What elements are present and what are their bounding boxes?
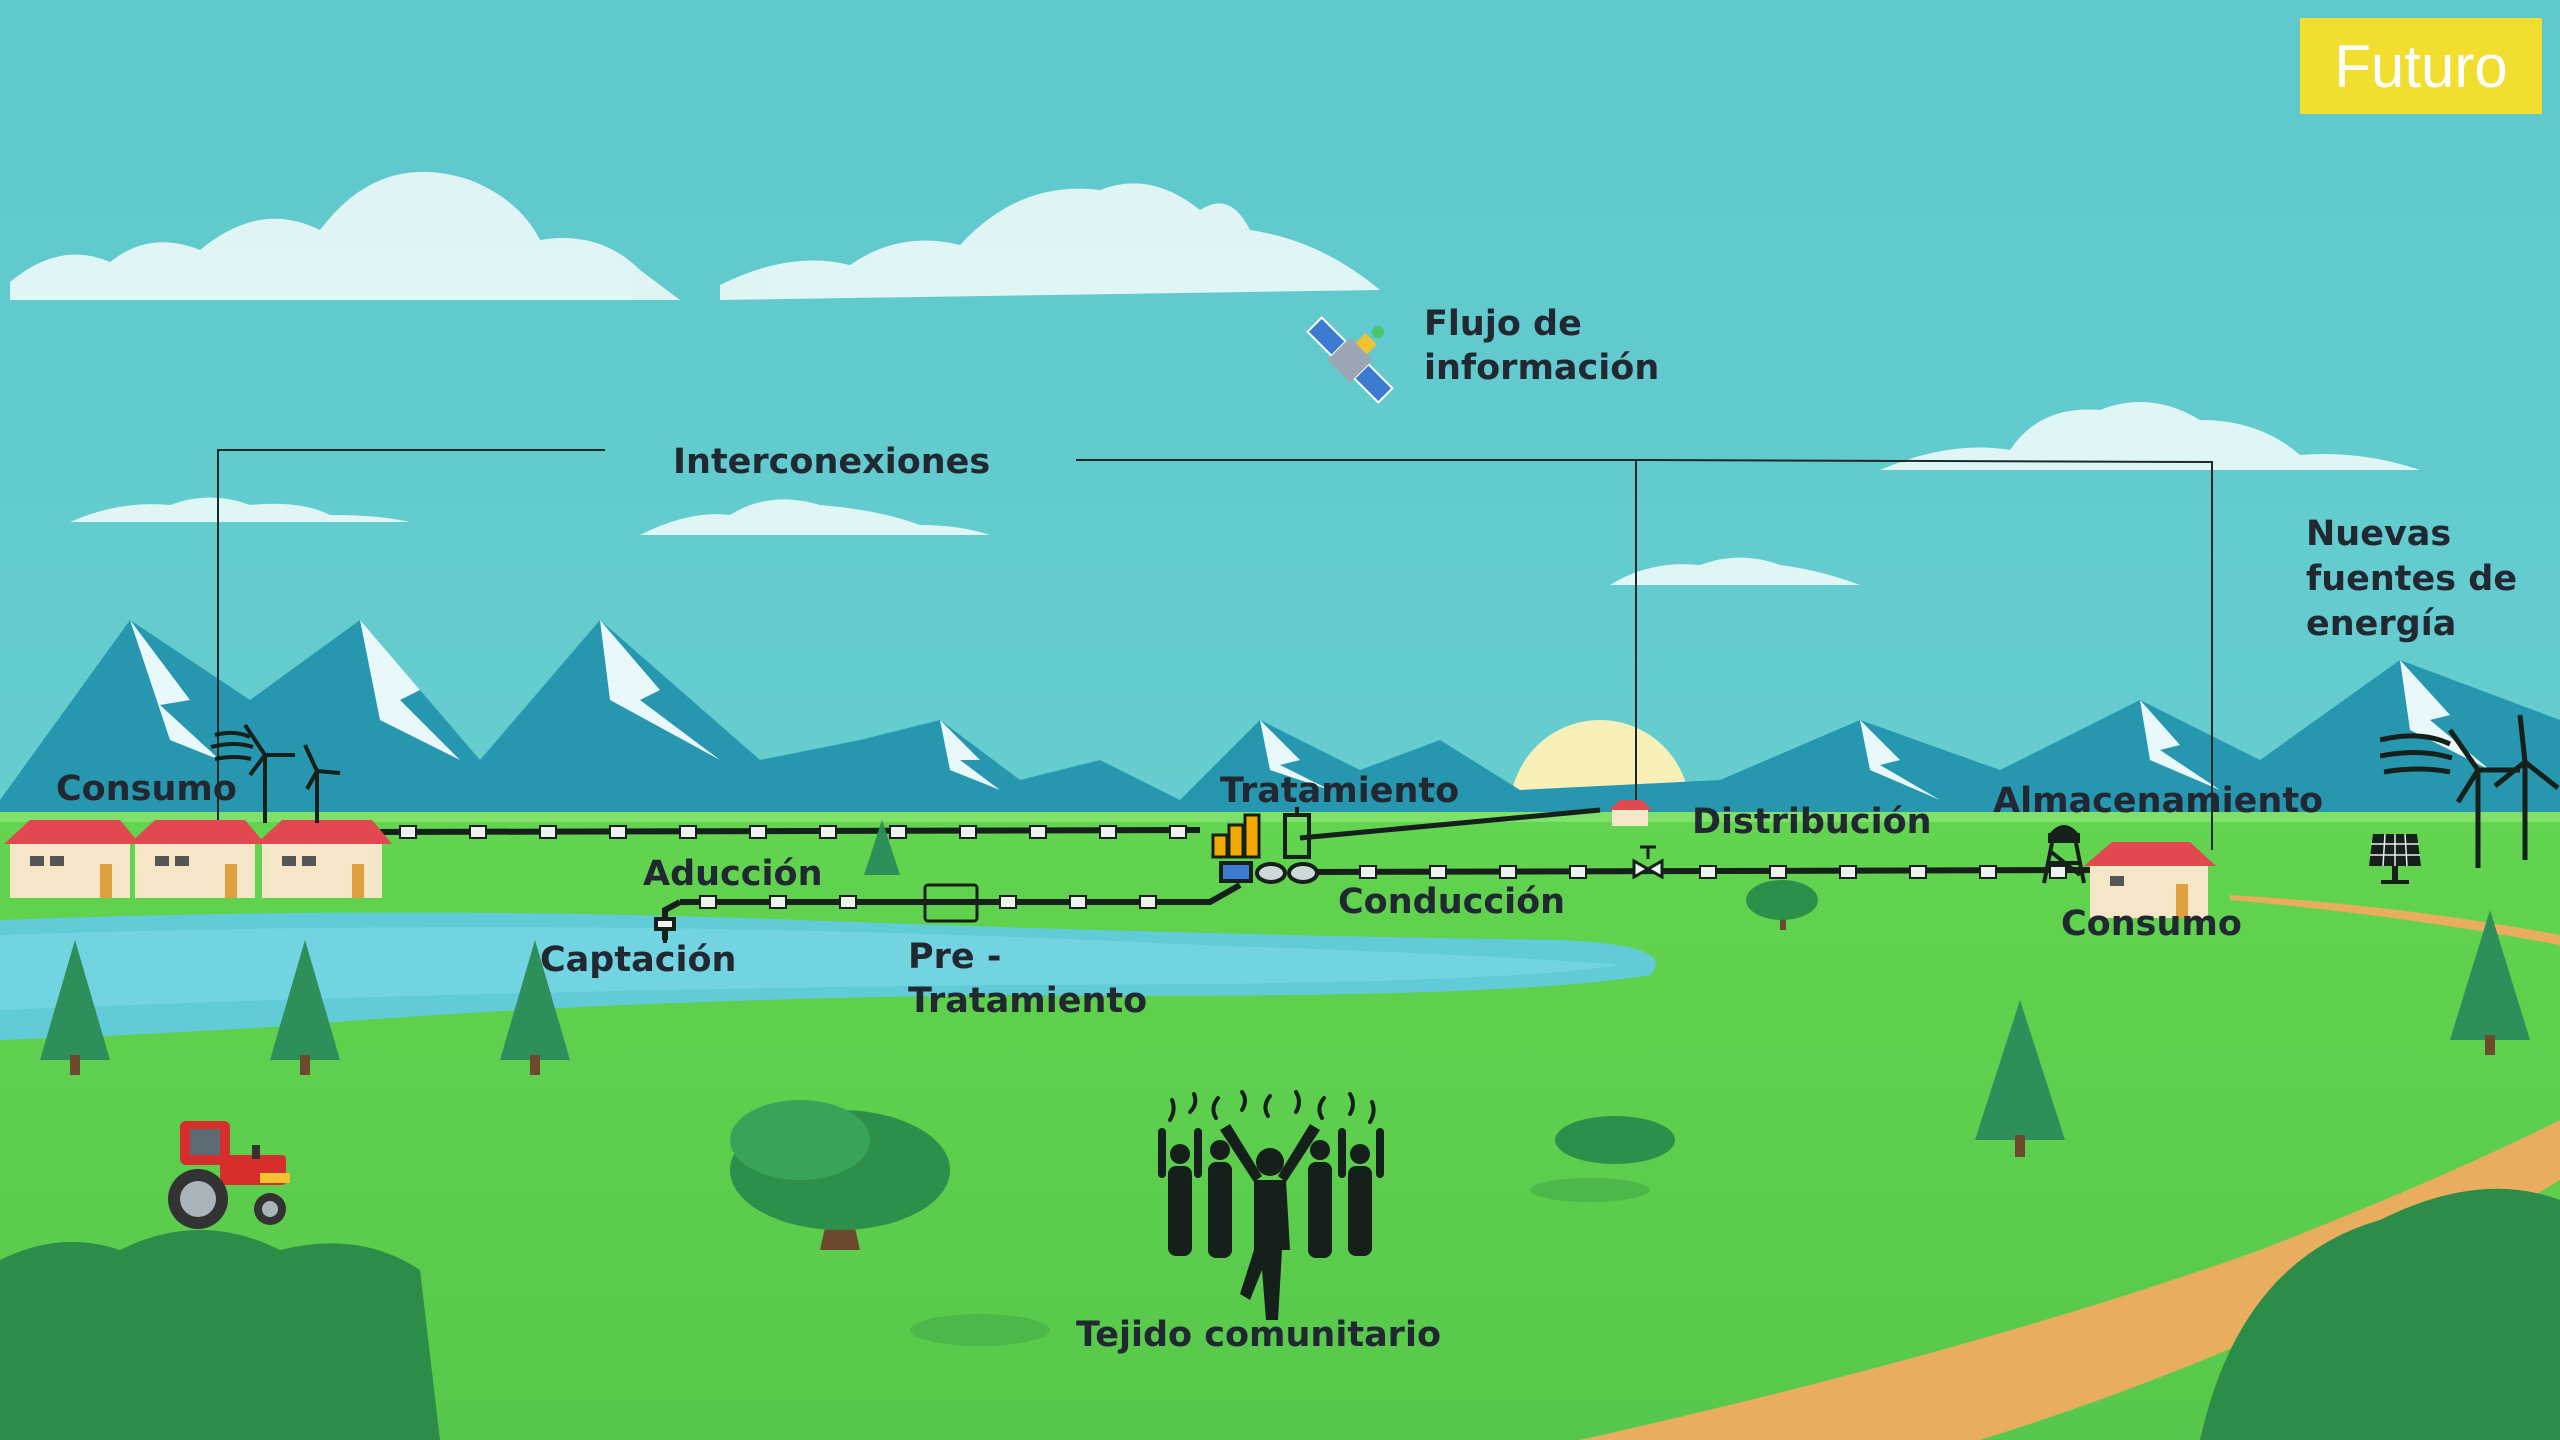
interconnections-label: Interconexiones [673,442,991,482]
new-energy-label-line3: energía [2306,604,2457,644]
info-flow-label-line2: información [1424,348,1660,388]
community-fabric-label: Tejido comunitario [1076,1315,1441,1355]
period-badge: Futuro [2300,18,2542,114]
intake-label: Captación [540,940,737,980]
trees [0,820,2560,1440]
consumption-right-label: Consumo [2061,904,2242,944]
satellite-icon [1306,316,1394,404]
tractor-icon [168,1121,290,1229]
consumption-left-label: Consumo [56,769,237,809]
adduction-label: Aducción [643,854,823,894]
pre-treatment-label-line2: Tratamiento [908,981,1148,1021]
info-flow-label-line1: Flujo de [1424,304,1582,344]
wind-turbine-icon [2380,714,2560,868]
distribution-label: Distribución [1692,802,1932,842]
new-energy-label-line2: fuentes de [2306,559,2518,599]
pre-treatment-label: Pre - Tratamiento [908,935,1147,1023]
new-energy-label-line1: Nuevas [2306,514,2452,554]
house-icon [4,800,2216,918]
community-people-icon [1158,1090,1384,1320]
wind-turbine-icon [210,723,341,823]
pre-treatment-label-line1: Pre - [908,937,1002,977]
storage-label: Almacenamiento [1993,781,2324,821]
interconnection-lines [217,449,2213,850]
conduction-label: Conducción [1338,882,1566,922]
solar-panel-icon [2369,833,2421,884]
water-tower-icon [2042,825,2086,884]
info-flow-label: Flujo de información [1424,302,1659,390]
clouds [10,171,2420,585]
treatment-plant-icon [1211,807,1319,884]
new-energy-sources-label: Nuevas fuentes de energía [2306,512,2517,647]
mountains [0,620,2560,830]
valve-icon [1632,845,1664,879]
treatment-label: Tratamiento [1220,771,1460,811]
intake-icon [654,917,676,943]
